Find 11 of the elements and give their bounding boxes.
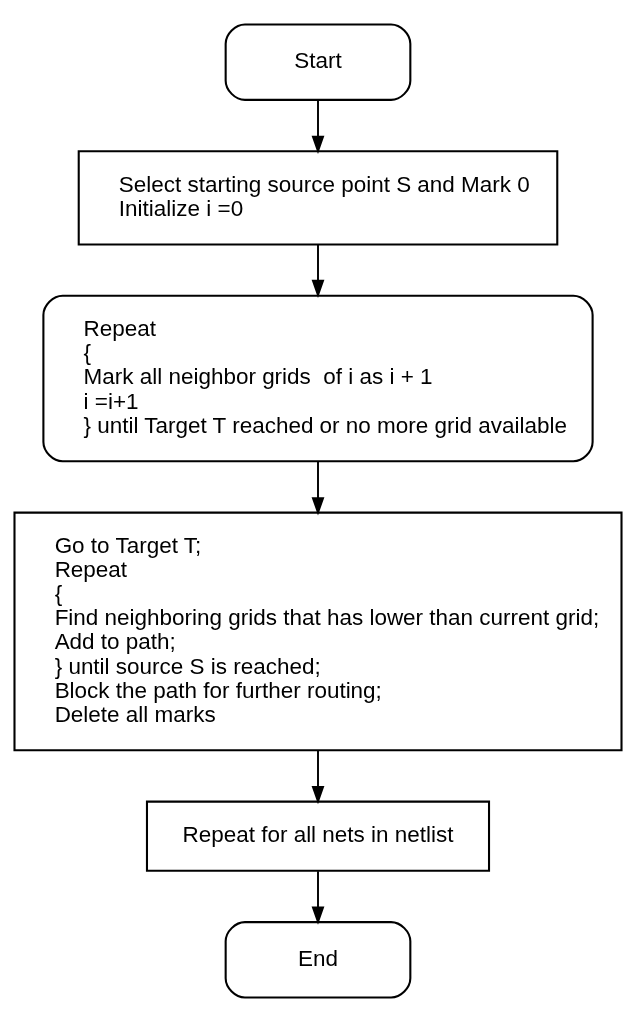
node-box: End [224,921,412,999]
node-box: Select starting source point S and Mark 0 Initialize i =0 [77,150,559,246]
node-box: Repeat { Mark all neighbor grids of i as i + 1 i =i+1 } until Target T reached or no more grid available [42,294,594,463]
node-box: Repeat for all nets in netlist [145,800,491,872]
arrow [311,870,325,925]
node-box: Start [224,23,412,101]
arrow [311,99,325,154]
arrow [311,749,325,805]
arrow [311,243,325,299]
node-box: Go to Target T; Repeat { Find neighboring grids that has lower than current grid; Add to path; } until source S is reached; Block the path for further routing; Delete all marks [13,511,623,752]
arrow [311,460,325,516]
